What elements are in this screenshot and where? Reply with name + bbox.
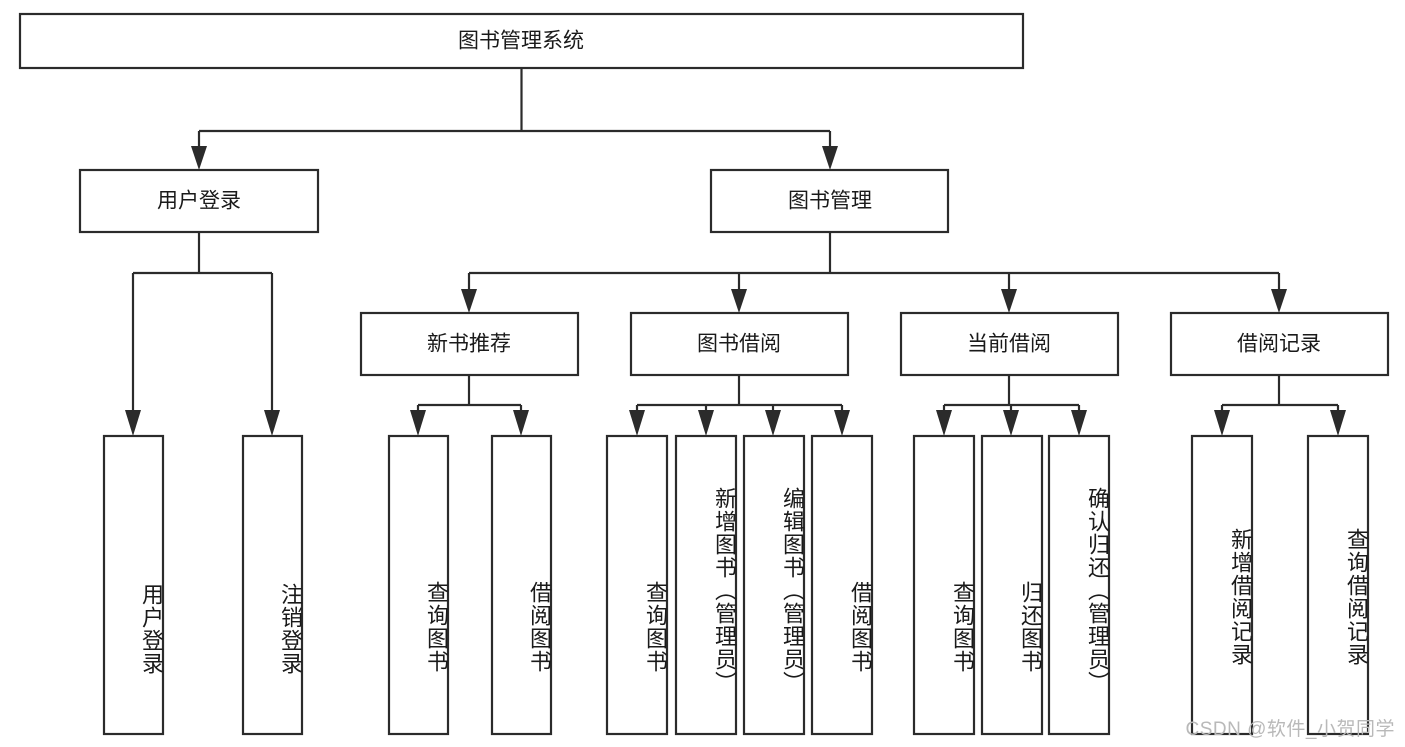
arrow-cb-leaf-2 [1003, 410, 1019, 436]
arrow-cb-leaf-3 [1071, 410, 1087, 436]
node-box-new-book[interactable] [359, 311, 580, 377]
arrow-bb-leaf-4 [834, 410, 850, 436]
node-box-user-login[interactable] [78, 168, 320, 234]
leaf-box-borrow-record-0[interactable] [1190, 434, 1254, 736]
arrow-bb-leaf-2 [698, 410, 714, 436]
arrow-to-current-borrow [1001, 289, 1017, 313]
arrow-to-leaf-user-login [125, 410, 141, 436]
node-box-current-borrow[interactable] [899, 311, 1120, 377]
arrow-nb-leaf-2 [513, 410, 529, 436]
label-book-manage: 图书管理 [788, 190, 872, 213]
connector-group-book-manage [461, 232, 1287, 313]
arrow-bb-leaf-3 [765, 410, 781, 436]
label-current-borrow: 当前借阅 [967, 333, 1051, 356]
connector-group-book-borrow [629, 375, 850, 436]
node-box-book-borrow[interactable] [629, 311, 850, 377]
node-box-root[interactable] [18, 12, 1025, 70]
label-borrow-record: 借阅记录 [1237, 333, 1321, 356]
arrow-to-user-login [191, 146, 207, 170]
leaf-box-book-borrow-2[interactable] [742, 434, 806, 736]
leaf-box-current-borrow-0[interactable] [912, 434, 976, 736]
arrow-br-leaf-1 [1214, 410, 1230, 436]
leaf-box-user-login-0[interactable] [102, 434, 165, 736]
leaf-box-current-borrow-2[interactable] [1047, 434, 1111, 736]
leaf-box-borrow-record-1[interactable] [1306, 434, 1370, 736]
arrow-br-leaf-2 [1330, 410, 1346, 436]
leaf-box-current-borrow-1[interactable] [980, 434, 1044, 736]
arrow-cb-leaf-1 [936, 410, 952, 436]
watermark-text: CSDN @软件_小贺同学 [1185, 719, 1395, 740]
leaf-box-book-borrow-0[interactable] [605, 434, 669, 736]
label-root: 图书管理系统 [458, 30, 584, 53]
arrow-nb-leaf-1 [410, 410, 426, 436]
node-box-book-manage[interactable] [709, 168, 950, 234]
arrow-to-book-manage [822, 146, 838, 170]
arrow-to-book-borrow [731, 289, 747, 313]
connector-group-new-book [410, 375, 529, 436]
label-new-book: 新书推荐 [427, 333, 511, 356]
arrow-to-leaf-logout [264, 410, 280, 436]
connector-group-borrow-record [1214, 375, 1346, 436]
connector-group-user-login [125, 232, 280, 436]
leaf-box-book-borrow-3[interactable] [810, 434, 874, 736]
arrow-to-borrow-record [1271, 289, 1287, 313]
leaf-box-new-book-1[interactable] [490, 434, 553, 736]
label-book-borrow: 图书借阅 [697, 333, 781, 356]
node-box-borrow-record[interactable] [1169, 311, 1390, 377]
leaf-box-user-login-1[interactable] [241, 434, 304, 736]
leaf-box-book-borrow-1[interactable] [674, 434, 738, 736]
arrow-bb-leaf-1 [629, 410, 645, 436]
connector-group-current-borrow [936, 375, 1087, 436]
arrow-to-new-book [461, 289, 477, 313]
leaf-box-new-book-0[interactable] [387, 434, 450, 736]
connector-group-root [191, 68, 838, 170]
label-user-login: 用户登录 [157, 190, 241, 213]
